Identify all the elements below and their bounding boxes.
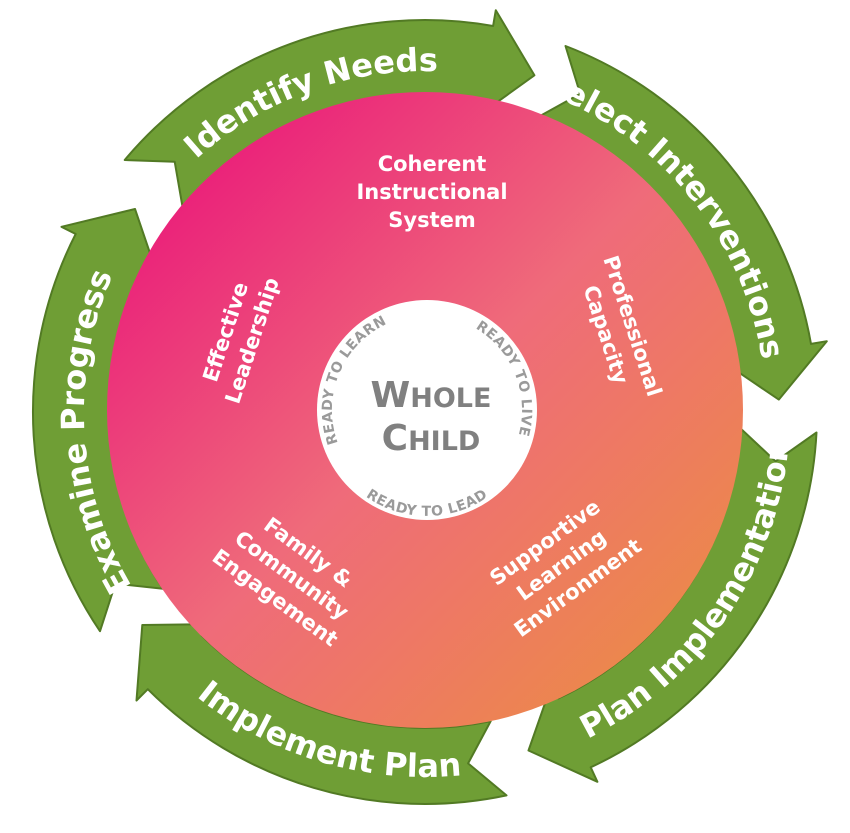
core-title-child: CHILD — [382, 418, 481, 459]
focus-area-line: System — [388, 208, 475, 232]
focus-area-line: Instructional — [356, 180, 507, 204]
focus-area-line: Coherent — [378, 152, 487, 176]
focus-area-coherent-instructional-system: Coherent Instructional System — [356, 152, 507, 232]
core-circle — [317, 300, 537, 520]
cycle-arrows — [32, 9, 828, 805]
core-title-whole: WHOLE — [371, 375, 492, 416]
whole-child-core: READY TO LEARN READY TO LIVE READY TO LE… — [317, 300, 537, 520]
